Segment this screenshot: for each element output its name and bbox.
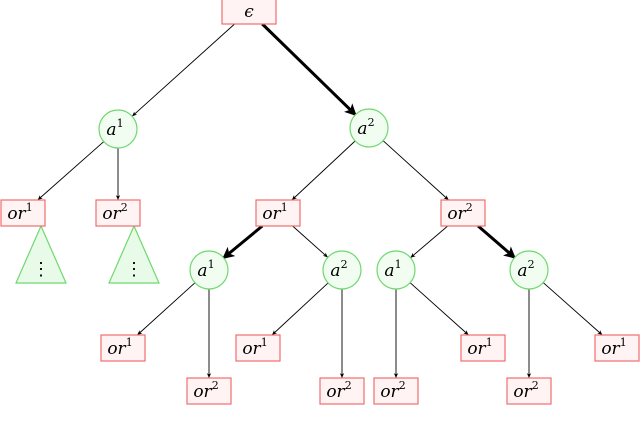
subtree-triangles: ⋮ ⋮ bbox=[15, 224, 160, 284]
node-superscript: 2 bbox=[399, 379, 406, 392]
action-node-a2_r: a2 bbox=[509, 250, 549, 290]
node-superscript: 2 bbox=[466, 201, 473, 214]
edge-a1_l-to-or1_b1 bbox=[136, 282, 196, 336]
or-box bbox=[440, 199, 486, 227]
or-node-or2_b1: or2 bbox=[186, 377, 232, 405]
or-box bbox=[506, 377, 552, 405]
node-label: ϵ bbox=[244, 2, 254, 22]
edge-eps-to-a1_top bbox=[131, 23, 235, 117]
or-box bbox=[0, 199, 46, 227]
collapsed-subtree-triangle-left bbox=[15, 224, 67, 284]
edge-or2_mid-to-a1_r bbox=[410, 225, 448, 259]
or-node-or1_b3: or1 bbox=[460, 334, 506, 362]
edge-or1_mid-to-a2_l bbox=[292, 225, 329, 258]
action-node-a1_top: a1 bbox=[98, 109, 138, 149]
action-node-a2_l: a2 bbox=[322, 250, 362, 290]
node-superscript: 1 bbox=[117, 117, 124, 130]
or-node-or1_mid: or1 bbox=[255, 199, 301, 227]
or-box bbox=[373, 377, 419, 405]
node-superscript: 1 bbox=[395, 258, 402, 271]
node-superscript: 1 bbox=[620, 336, 627, 349]
or-node-or1_b2: or1 bbox=[235, 334, 281, 362]
or-node-or2_mid: or2 bbox=[440, 199, 486, 227]
edge-or1_mid-to-a1_l bbox=[222, 224, 264, 260]
or-node-or1_left: or1 bbox=[0, 199, 46, 227]
edge-a1_r-to-or1_b3 bbox=[409, 282, 469, 336]
node-superscript: 1 bbox=[261, 336, 268, 349]
or-box bbox=[460, 334, 506, 362]
or-box bbox=[95, 199, 141, 227]
node-superscript: 2 bbox=[212, 379, 219, 392]
edge-a2_top-to-or2_mid bbox=[382, 140, 449, 201]
or-box bbox=[186, 377, 232, 405]
or-node-or2_b4: or2 bbox=[506, 377, 552, 405]
or-box bbox=[235, 334, 281, 362]
node-superscript: 2 bbox=[121, 201, 128, 214]
action-circle bbox=[376, 250, 416, 290]
edge-a2_r-to-or1_b4 bbox=[542, 282, 603, 336]
or-node-or1_b4: or1 bbox=[594, 334, 640, 362]
or-box bbox=[100, 334, 146, 362]
edge-a2_top-to-or1_mid bbox=[291, 140, 356, 201]
node-superscript: 1 bbox=[208, 258, 215, 271]
node-superscript: 1 bbox=[26, 201, 33, 214]
or-box bbox=[594, 334, 640, 362]
action-circle bbox=[189, 250, 229, 290]
or-node-or1_b1: or1 bbox=[100, 334, 146, 362]
action-node-a1_l: a1 bbox=[189, 250, 229, 290]
subtree-ellipsis-right: ⋮ bbox=[125, 259, 143, 280]
action-circle bbox=[349, 108, 389, 148]
edge-or2_mid-to-a2_r bbox=[477, 224, 516, 259]
edge-a1_top-to-or1_left bbox=[37, 141, 105, 201]
or-box bbox=[319, 377, 365, 405]
or-node-or2_left: or2 bbox=[95, 199, 141, 227]
or-node-or2_b3: or2 bbox=[373, 377, 419, 405]
node-superscript: 1 bbox=[486, 336, 493, 349]
node-superscript: 2 bbox=[528, 258, 535, 271]
action-node-a1_r: a1 bbox=[376, 250, 416, 290]
node-superscript: 2 bbox=[345, 379, 352, 392]
or-box bbox=[255, 199, 301, 227]
action-node-a2_top: a2 bbox=[349, 108, 389, 148]
action-circle bbox=[322, 250, 362, 290]
node-superscript: 1 bbox=[126, 336, 133, 349]
edge-eps-to-a2_top bbox=[261, 22, 357, 116]
root-box bbox=[221, 0, 277, 25]
or-node-eps: ϵ bbox=[221, 0, 277, 25]
node-superscript: 1 bbox=[281, 201, 288, 214]
collapsed-subtree-triangle-right bbox=[108, 224, 160, 284]
or-node-or2_b2: or2 bbox=[319, 377, 365, 405]
edge-a2_l-to-or1_b2 bbox=[271, 282, 329, 336]
node-superscript: 2 bbox=[368, 116, 375, 129]
action-circle bbox=[98, 109, 138, 149]
edges-layer bbox=[37, 22, 603, 378]
node-superscript: 2 bbox=[341, 258, 348, 271]
node-superscript: 2 bbox=[532, 379, 539, 392]
action-circle bbox=[509, 250, 549, 290]
subtree-ellipsis-left: ⋮ bbox=[32, 259, 50, 280]
